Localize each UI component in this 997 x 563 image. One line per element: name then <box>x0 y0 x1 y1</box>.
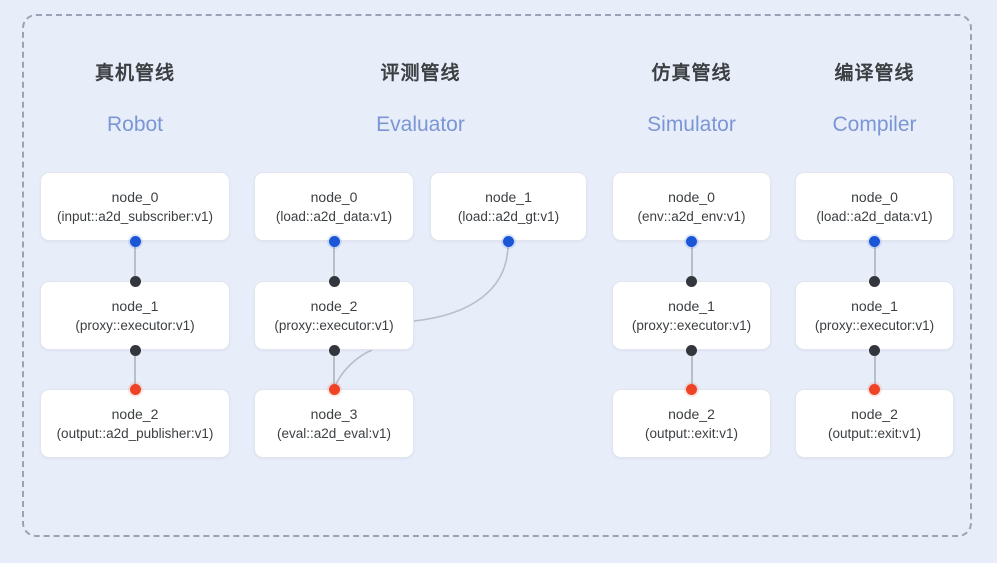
node-type: (output::exit:v1) <box>827 425 922 441</box>
node-c1-r3[interactable]: node_2(output::a2d_publisher:v1) <box>40 389 230 458</box>
port-in-c3-r2 <box>686 275 697 287</box>
pipeline-title: 仿真管线 <box>651 63 732 84</box>
node-c2-side1[interactable]: node_1(load::a2d_gt:v1) <box>430 172 587 241</box>
pipeline-title: 编译管线 <box>834 63 915 84</box>
edge-c3-s1 <box>690 241 693 281</box>
node-name: node_1 <box>851 297 898 314</box>
edge-c4-s1 <box>873 241 876 281</box>
node-c2-r3[interactable]: node_3(eval::a2d_eval:v1) <box>254 389 414 458</box>
node-c1-r1[interactable]: node_0(input::a2d_subscriber:v1) <box>40 172 230 241</box>
node-name: node_1 <box>111 297 159 314</box>
node-type: (load::a2d_data:v1) <box>816 208 933 224</box>
node-type: (input::a2d_subscriber:v1) <box>56 208 214 224</box>
node-name: node_2 <box>851 405 898 422</box>
node-name: node_2 <box>668 405 715 422</box>
port-out-c2-r1 <box>328 235 340 247</box>
edge-c2-s1 <box>333 241 335 281</box>
pipeline-subtitle: Compiler <box>832 113 917 136</box>
pipeline-title: 真机管线 <box>94 63 175 84</box>
port-out-c3-r1 <box>686 235 697 247</box>
port-in-c3-r3 <box>686 383 697 395</box>
node-c4-r1[interactable]: node_0(load::a2d_data:v1) <box>795 172 954 241</box>
node-name: node_0 <box>668 188 715 205</box>
node-name: node_0 <box>851 188 898 205</box>
port-in-c2-r2 <box>328 275 340 287</box>
edge-c3-s2 <box>690 350 693 389</box>
port-in-c4-r3 <box>869 383 880 395</box>
pipeline-column-header-3: 仿真管线 Simulator <box>612 62 771 138</box>
node-c3-r1[interactable]: node_0(env::a2d_env:v1) <box>612 172 771 241</box>
pipeline-title: 评测管线 <box>380 63 461 84</box>
pipeline-subtitle: Evaluator <box>376 113 465 136</box>
port-out-c3-r2 <box>686 344 697 356</box>
node-name: node_1 <box>485 188 532 205</box>
port-out-c1-r2 <box>129 344 141 356</box>
node-type: (proxy::executor:v1) <box>631 317 752 333</box>
port-in-c1-r2 <box>129 275 141 287</box>
edge-c2-s2 <box>333 350 335 389</box>
node-type: (env::a2d_env:v1) <box>637 208 746 224</box>
node-c4-r3[interactable]: node_2(output::exit:v1) <box>795 389 954 458</box>
edge-c1-s1 <box>134 241 136 281</box>
node-c4-r2[interactable]: node_1(proxy::executor:v1) <box>795 281 954 350</box>
port-out-c2-side1 <box>503 235 514 247</box>
edge-c4-s2 <box>873 350 876 389</box>
node-name: node_3 <box>310 405 358 422</box>
port-in-c4-r2 <box>869 275 880 287</box>
node-name: node_2 <box>111 405 159 422</box>
node-type: (load::a2d_data:v1) <box>275 208 393 224</box>
node-name: node_2 <box>310 297 358 314</box>
node-name: node_0 <box>310 188 358 205</box>
port-out-c2-r2 <box>328 344 340 356</box>
node-c2-r1[interactable]: node_0(load::a2d_data:v1) <box>254 172 414 241</box>
pipeline-column-header-1: 真机管线 Robot <box>40 62 230 138</box>
port-out-c4-r2 <box>869 344 880 356</box>
node-c1-r2[interactable]: node_1(proxy::executor:v1) <box>40 281 230 350</box>
pipeline-column-header-2: 评测管线 Evaluator <box>254 62 587 138</box>
node-name: node_0 <box>111 188 159 205</box>
node-c3-r3[interactable]: node_2(output::exit:v1) <box>612 389 771 458</box>
node-type: (output::a2d_publisher:v1) <box>56 425 214 441</box>
port-out-c4-r1 <box>869 235 880 247</box>
pipeline-subtitle: Robot <box>106 113 164 136</box>
node-type: (load::a2d_gt:v1) <box>457 208 560 224</box>
pipeline-subtitle: Simulator <box>647 113 736 136</box>
node-type: (output::exit:v1) <box>644 425 739 441</box>
node-type: (proxy::executor:v1) <box>75 317 195 333</box>
node-c3-r2[interactable]: node_1(proxy::executor:v1) <box>612 281 771 350</box>
edge-c1-s2 <box>134 350 136 389</box>
node-type: (proxy::executor:v1) <box>274 317 394 333</box>
node-type: (proxy::executor:v1) <box>814 317 935 333</box>
port-out-c1-r1 <box>129 235 141 247</box>
node-c2-r2[interactable]: node_2(proxy::executor:v1) <box>254 281 414 350</box>
port-in-c1-r3 <box>129 383 141 395</box>
node-type: (eval::a2d_eval:v1) <box>276 425 392 441</box>
pipeline-column-header-4: 编译管线 Compiler <box>795 62 954 138</box>
node-name: node_1 <box>668 297 715 314</box>
port-in-c2-r3 <box>328 383 340 395</box>
